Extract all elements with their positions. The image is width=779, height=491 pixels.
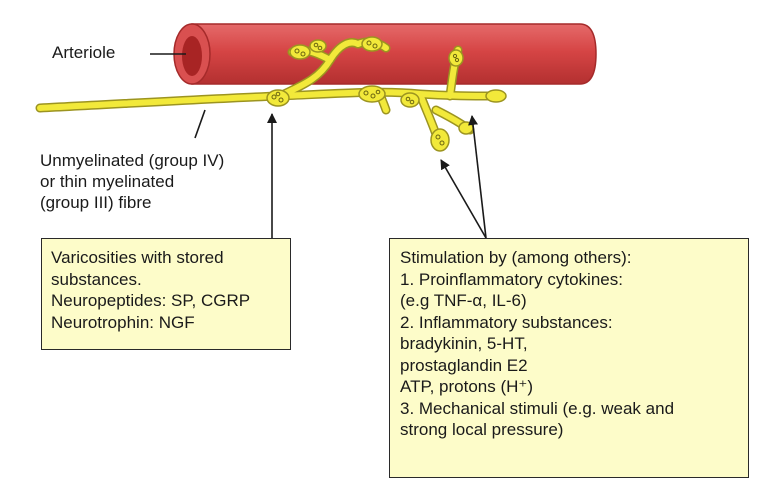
fibre-label-line: Unmyelinated (group IV) (40, 151, 225, 170)
stimulation-box-line: bradykinin, 5-HT, (400, 334, 528, 353)
stimulation-box-line: Stimulation by (among others): (400, 248, 632, 267)
stimulation-box-line: (e.g TNF-α, IL-6) (400, 291, 527, 310)
stimulation-box-line: ATP, protons (H⁺) (400, 377, 534, 396)
stimulation-box-line: 3. Mechanical stimuli (e.g. weak and (400, 398, 675, 418)
varicosity-vesicles (271, 40, 460, 146)
stimulation-box-line: strong local pressure) (400, 420, 564, 439)
fibre-label-line: (group III) fibre (40, 193, 152, 212)
fibre-label: Unmyelinated (group IV) or thin myelinat… (40, 150, 224, 213)
fibre-label-line: or thin myelinated (40, 172, 175, 191)
varicosity (289, 44, 311, 60)
varicosities-box-line: substances. (51, 269, 142, 289)
fibre-pointer (194, 109, 206, 139)
stimulation-box-line: 1. Proinflammatory cytokines: (400, 269, 623, 289)
varicosity (458, 121, 474, 135)
varicosities-box-line: Neuropeptides: SP, CGRP (51, 291, 251, 310)
pointer-lines (150, 53, 487, 239)
varicosity (485, 89, 507, 103)
varicosity (361, 36, 383, 52)
varicosity (430, 128, 450, 152)
varicosities (266, 36, 507, 152)
right-box-arrow-2 (468, 115, 487, 239)
varicosity (266, 89, 290, 107)
varicosities-box: Varicosities with stored substances. Neu… (41, 238, 291, 350)
stimulation-box-line: 2. Inflammatory substances: (400, 312, 613, 332)
right-box-arrow-1 (440, 159, 487, 239)
varicosities-box-line: Varicosities with stored (51, 248, 224, 267)
arteriole-label: Arteriole (52, 43, 116, 62)
varicosities-box-line: Neurotrophin: NGF (51, 312, 195, 332)
stimulation-box-line: prostaglandin E2 (400, 355, 528, 375)
stimulation-box: Stimulation by (among others): 1. Proinf… (389, 238, 749, 478)
arteriole-vessel (173, 23, 597, 85)
varicosity (448, 49, 464, 67)
